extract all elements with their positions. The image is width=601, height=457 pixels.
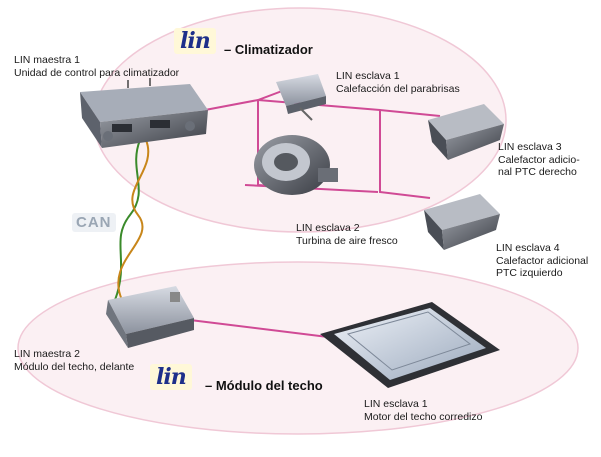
can-logo: CAN	[72, 213, 116, 232]
label-line: LIN esclava 2	[296, 222, 360, 234]
lin-logo-top: lin	[174, 28, 216, 54]
label-lin-slave-1-windshield: LIN esclava 1 Calefacción del parabrisas	[336, 70, 460, 95]
ptc-heater-left-image	[424, 194, 500, 250]
fresh-air-turbine-image	[254, 135, 338, 195]
ptc-heater-right-image	[428, 104, 504, 160]
can-bus-wires	[114, 139, 150, 301]
label-lin-slave-3: LIN esclava 3 Calefactor adicio- nal PTC…	[498, 141, 580, 179]
label-line: LIN maestra 1	[14, 54, 80, 66]
label-line: LIN esclava 1	[364, 398, 428, 410]
label-line: Unidad de control para climatizador	[14, 66, 180, 79]
windshield-heater-image	[276, 74, 326, 121]
label-line: Turbina de aire fresco	[296, 234, 398, 247]
label-line: Calefactor adicional	[496, 254, 589, 267]
label-line: Módulo del techo, delante	[14, 360, 135, 373]
label-lin-slave-4: LIN esclava 4 Calefactor adicional PTC i…	[496, 242, 588, 280]
label-line: LIN esclava 3	[498, 141, 562, 153]
roof-module-title: – Módulo del techo	[205, 378, 323, 393]
label-line: LIN maestra 2	[14, 348, 80, 360]
label-lin-slave-1-roof: LIN esclava 1 Motor del techo corredizo	[364, 398, 482, 423]
label-line: Calefacción del parabrisas	[336, 82, 460, 95]
label-line: Motor del techo corredizo	[364, 410, 483, 423]
roof-module-image	[106, 286, 194, 348]
sunroof-image	[320, 302, 500, 388]
label-line: LIN esclava 1	[336, 70, 400, 82]
climatizador-title: – Climatizador	[224, 42, 313, 57]
label-lin-master-1: LIN maestra 1 Unidad de control para cli…	[14, 54, 179, 79]
label-line: nal PTC derecho	[498, 166, 577, 178]
climate-control-unit-image	[80, 78, 208, 148]
lin-bus-bottom	[189, 319, 337, 339]
lin-logo-bottom: lin	[150, 364, 192, 390]
label-line: LIN esclava 4	[496, 242, 560, 254]
label-lin-slave-2-turbine: LIN esclava 2 Turbina de aire fresco	[296, 222, 398, 247]
label-lin-master-2: LIN maestra 2 Módulo del techo, delante	[14, 348, 134, 373]
label-line: Calefactor adicio-	[498, 153, 580, 166]
label-line: PTC izquierdo	[496, 267, 563, 279]
